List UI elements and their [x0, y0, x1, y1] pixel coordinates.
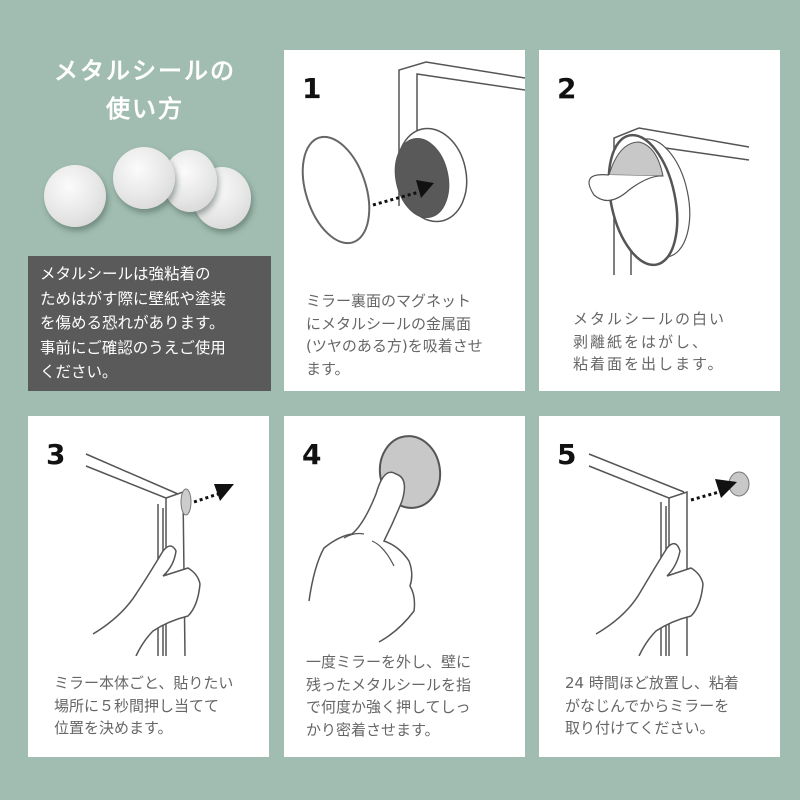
- title-line-1: メタルシールの: [54, 57, 236, 85]
- seal-icon: [113, 147, 175, 209]
- step-number: 1: [302, 72, 322, 105]
- caption-line: 一度ミラーを外し、壁に: [306, 653, 472, 671]
- press-seal-illustration: [308, 435, 442, 643]
- note-line: メタルシールは強粘着の: [40, 265, 211, 283]
- step-panel-1: 1 ミラー裏面のマグネット にメタルシールの金属面 (ツヤのある方)を吸着させ …: [284, 50, 525, 391]
- caption-line: 24 時間ほど放置し、粘着: [565, 674, 739, 692]
- step-caption: ミラー本体ごと、貼りたい 場所に５秒間押し当てて 位置を決めます。: [54, 672, 255, 740]
- step-number: 5: [557, 438, 577, 471]
- note-line: ためはがす際に壁紙や塗装: [40, 289, 227, 308]
- step-number: 3: [46, 438, 66, 471]
- caption-line: (ツヤのある方)を吸着させ: [306, 337, 483, 355]
- caption-line: 位置を決めます。: [54, 719, 173, 737]
- caption-line: ます。: [306, 359, 350, 378]
- note-line: ください。: [40, 363, 118, 381]
- caption-line: 粘着面を出します。: [573, 355, 725, 373]
- warning-note: メタルシールは強粘着の ためはがす際に壁紙や塗装 を傷める恐れがあります。 事前…: [28, 256, 271, 391]
- caption-line: にメタルシールの金属面: [306, 314, 472, 333]
- press-mirror-illustration: [85, 453, 234, 656]
- seal-icon: [44, 165, 106, 227]
- caption-line: がなじんでからミラーを: [565, 696, 730, 715]
- note-line: 事前にご確認のうえご使用: [40, 338, 226, 357]
- caption-line: で何度か強く押してしっ: [306, 698, 471, 716]
- page-title: メタルシールの 使い方: [20, 52, 270, 128]
- step-panel-4: 4 一度ミラーを外し、壁に 残ったメタルシールを指 で何度か強く押してしっ かり…: [284, 416, 525, 757]
- attach-seal-illustration: [301, 61, 525, 245]
- caption-line: 剥離紙をはがし、: [573, 332, 710, 351]
- step-caption: 24 時間ほど放置し、粘着 がなじんでからミラーを 取り付けてください。: [565, 672, 766, 740]
- reattach-mirror-illustration: [588, 453, 750, 656]
- caption-line: ミラー裏面のマグネット: [306, 292, 472, 310]
- note-line: を傷める恐れがあります。: [40, 314, 225, 332]
- step-caption: ミラー裏面のマグネット にメタルシールの金属面 (ツヤのある方)を吸着させ ます…: [306, 290, 511, 380]
- step-number: 4: [302, 438, 322, 471]
- caption-line: 残ったメタルシールを指: [306, 675, 472, 694]
- step-panel-2: 2 メタルシールの白い 剥離紙をはがし、 粘着面を出します。: [539, 50, 780, 391]
- step-panel-5: 5 24 時間ほど放置し、粘着 がなじんでからミラーを 取り付けてください。: [539, 416, 780, 757]
- metal-seals-image: [30, 140, 270, 240]
- title-line-2: 使い方: [106, 95, 184, 123]
- caption-line: かり密着させます。: [306, 720, 440, 739]
- caption-line: ミラー本体ごと、貼りたい: [54, 674, 234, 692]
- caption-line: 場所に５秒間押し当てて: [54, 696, 220, 715]
- caption-line: 取り付けてください。: [565, 719, 715, 737]
- step-caption: 一度ミラーを外し、壁に 残ったメタルシールを指 で何度か強く押してしっ かり密着…: [306, 651, 511, 741]
- caption-line: メタルシールの白い: [573, 310, 727, 328]
- step-panel-3: 3 ミラー本体ごと、貼りたい 場所に５秒間押し当てて 位置を決めます。: [28, 416, 269, 757]
- step-caption: メタルシールの白い 剥離紙をはがし、 粘着面を出します。: [573, 308, 766, 376]
- step-number: 2: [557, 72, 577, 105]
- peel-paper-illustration: [588, 127, 750, 275]
